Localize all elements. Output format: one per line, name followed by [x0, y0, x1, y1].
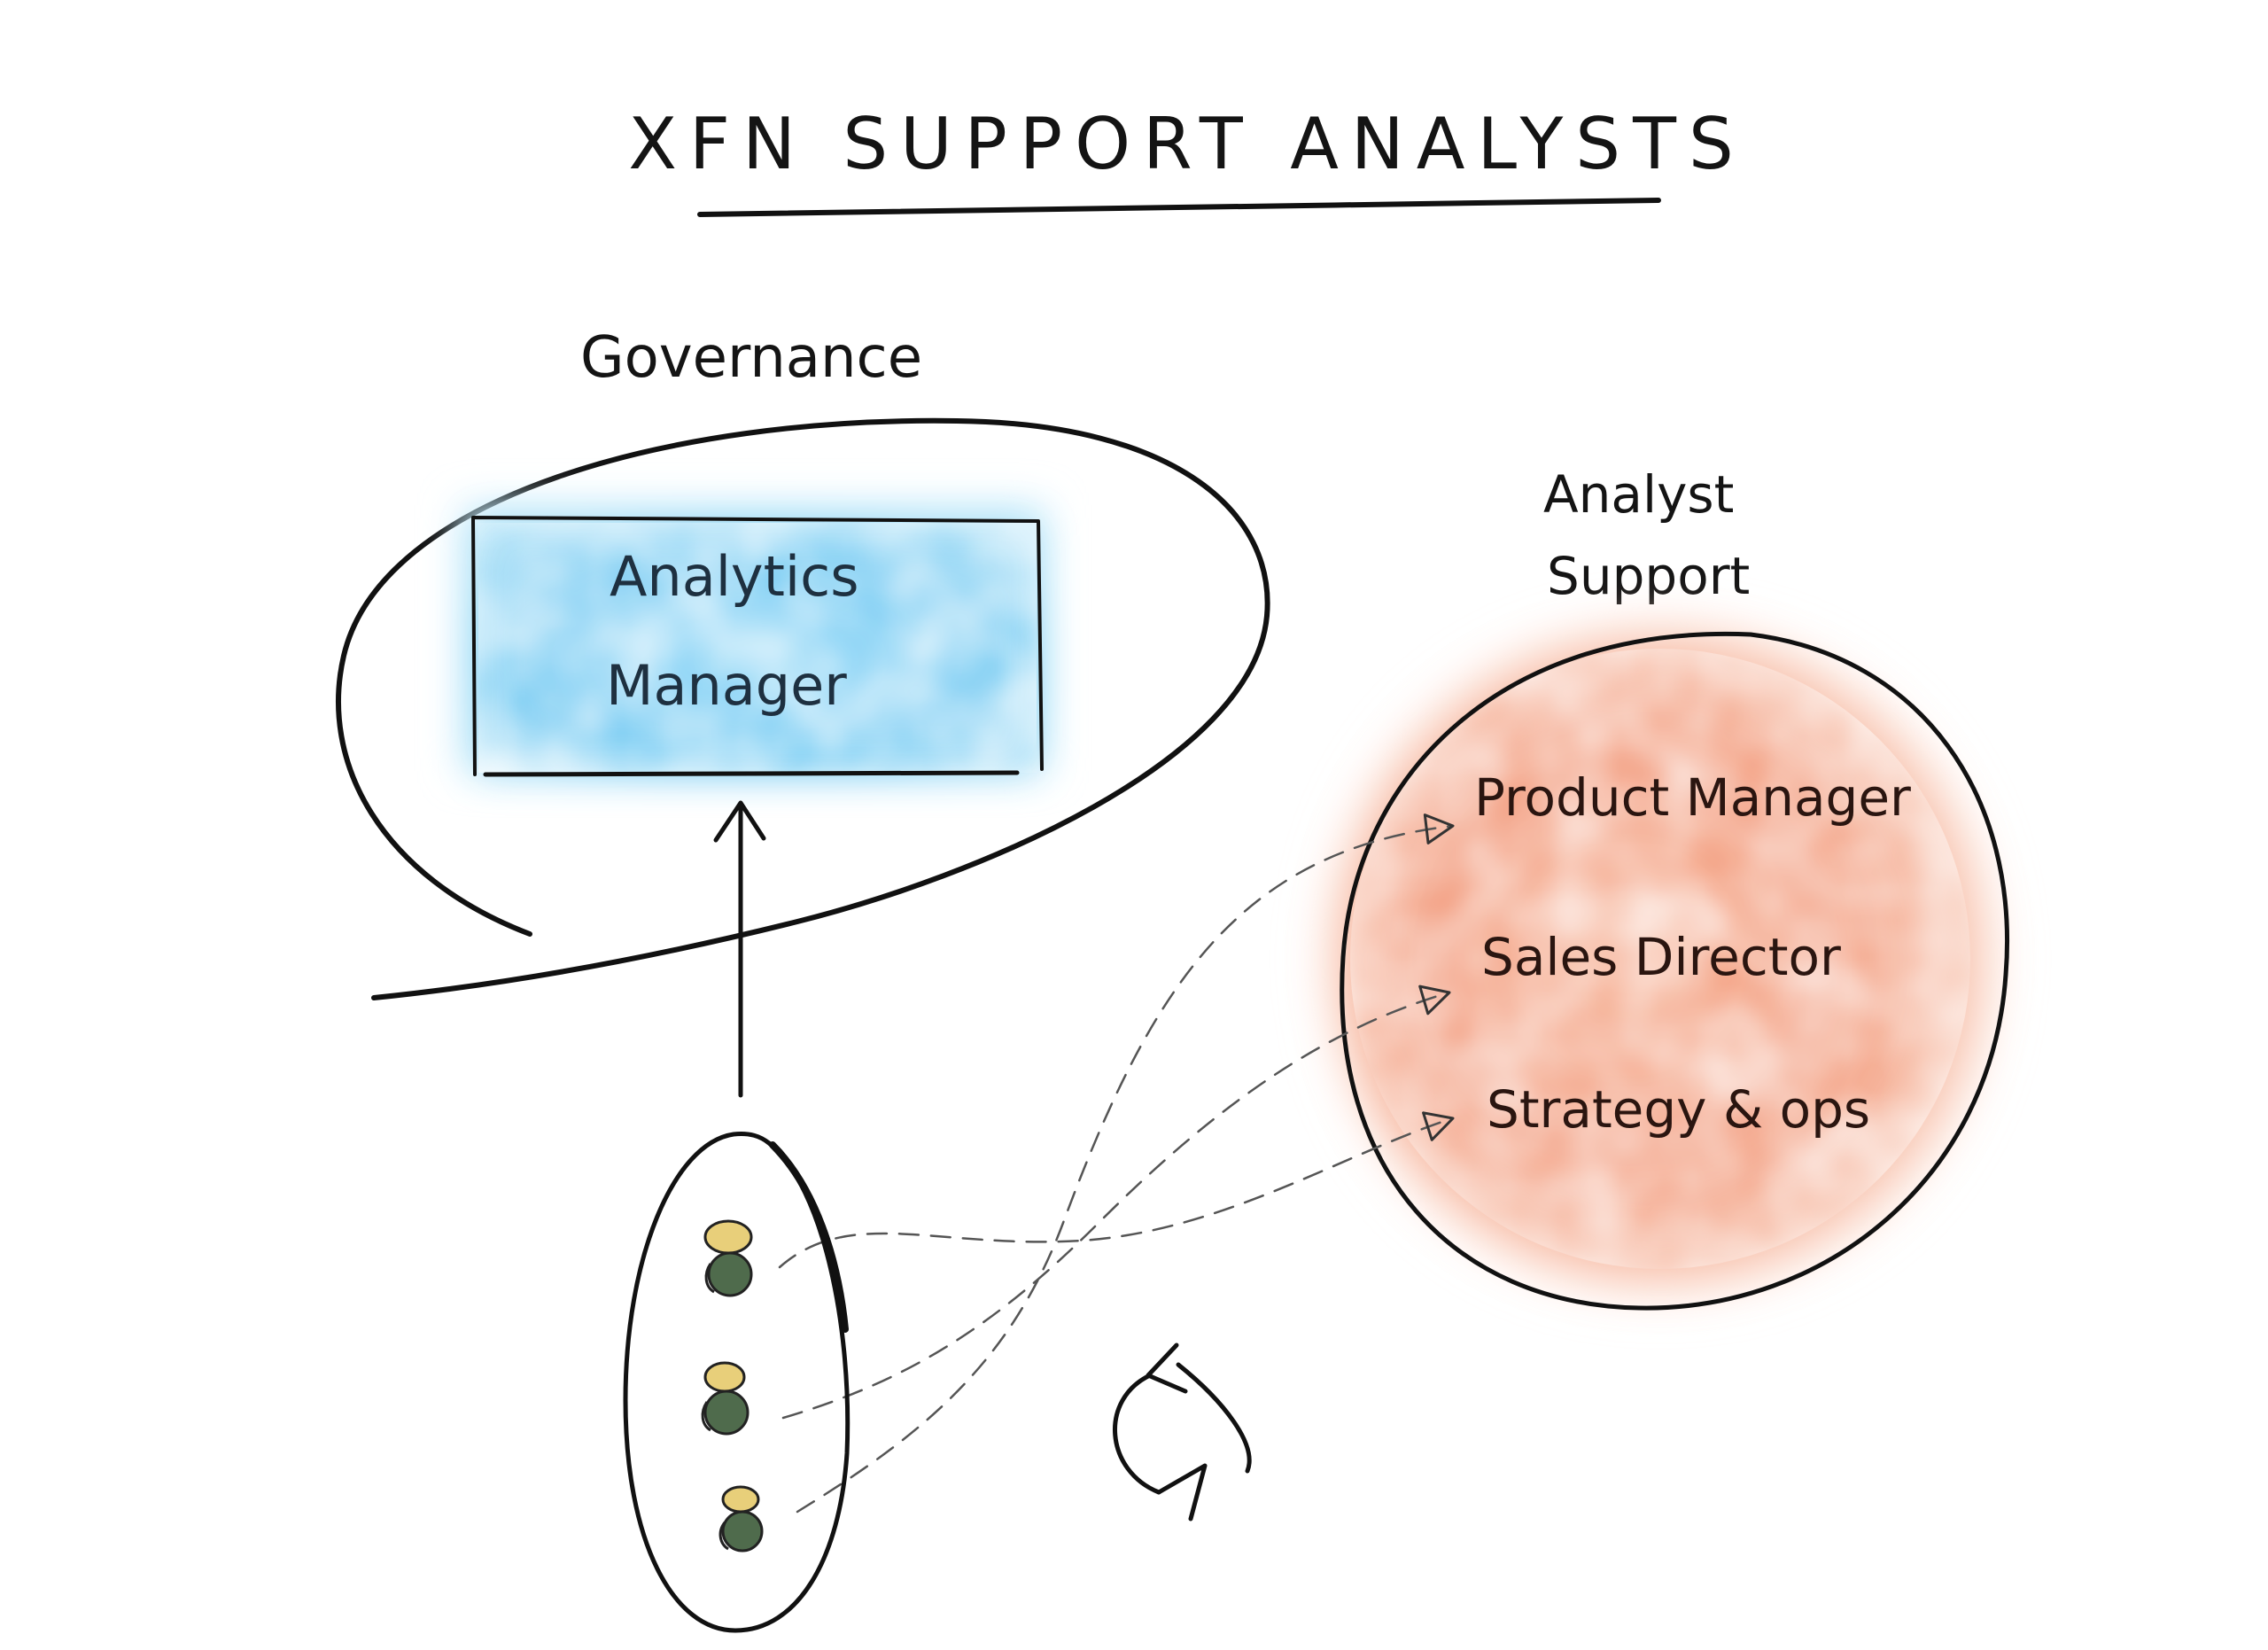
support-circle-outline	[1340, 631, 2009, 1311]
support-circle-mottle	[1350, 649, 1970, 1269]
analyst-support-label-2: Support	[1547, 546, 1750, 606]
connector-1	[778, 1111, 1455, 1269]
role-strategy-ops: Strategy & ops	[1487, 1079, 1870, 1140]
role-product-manager: Product Manager	[1474, 767, 1911, 828]
cycle-arrowhead-top	[1146, 1343, 1188, 1394]
box-bottom-edge	[483, 770, 1020, 777]
connector-3	[796, 813, 1455, 1514]
cycle-arc-top	[1176, 1362, 1252, 1474]
diagram-title: XFN SUPPORT ANALYSTS	[628, 103, 1745, 185]
title-group: XFN SUPPORT ANALYSTS	[628, 103, 1745, 217]
box-line-1: Analytics	[610, 544, 859, 609]
connectors	[778, 813, 1455, 1514]
governance-region: Governance	[336, 325, 1270, 1000]
person-icon	[703, 1219, 753, 1297]
cycle-arrows-icon	[1113, 1343, 1252, 1522]
analyst-support-label-1: Analyst	[1543, 464, 1734, 525]
person-icon	[701, 1361, 750, 1436]
person-icon	[718, 1485, 764, 1553]
analyst-support-region: Analyst Support Product Manager Sales Di…	[1332, 464, 2009, 1311]
cycle-arc-left	[1113, 1373, 1161, 1495]
analyst-group-ellipse-accent	[769, 1141, 849, 1333]
box-line-2: Manager	[606, 653, 847, 718]
reporting-arrow	[713, 800, 766, 1098]
box-mottle	[478, 523, 1037, 773]
governance-label: Governance	[580, 325, 922, 391]
governance-loop	[336, 417, 1270, 1000]
analyst-group-ellipse	[623, 1132, 850, 1633]
analytics-manager-box: Analytics Manager	[461, 505, 1045, 777]
title-underline	[697, 198, 1661, 217]
cycle-arrowhead-bottom	[1156, 1463, 1208, 1522]
role-sales-director: Sales Director	[1481, 927, 1841, 987]
connector-2	[781, 985, 1451, 1420]
analyst-group	[623, 1132, 850, 1633]
box-outline	[471, 516, 1044, 776]
arrow-up-icon	[713, 800, 766, 843]
